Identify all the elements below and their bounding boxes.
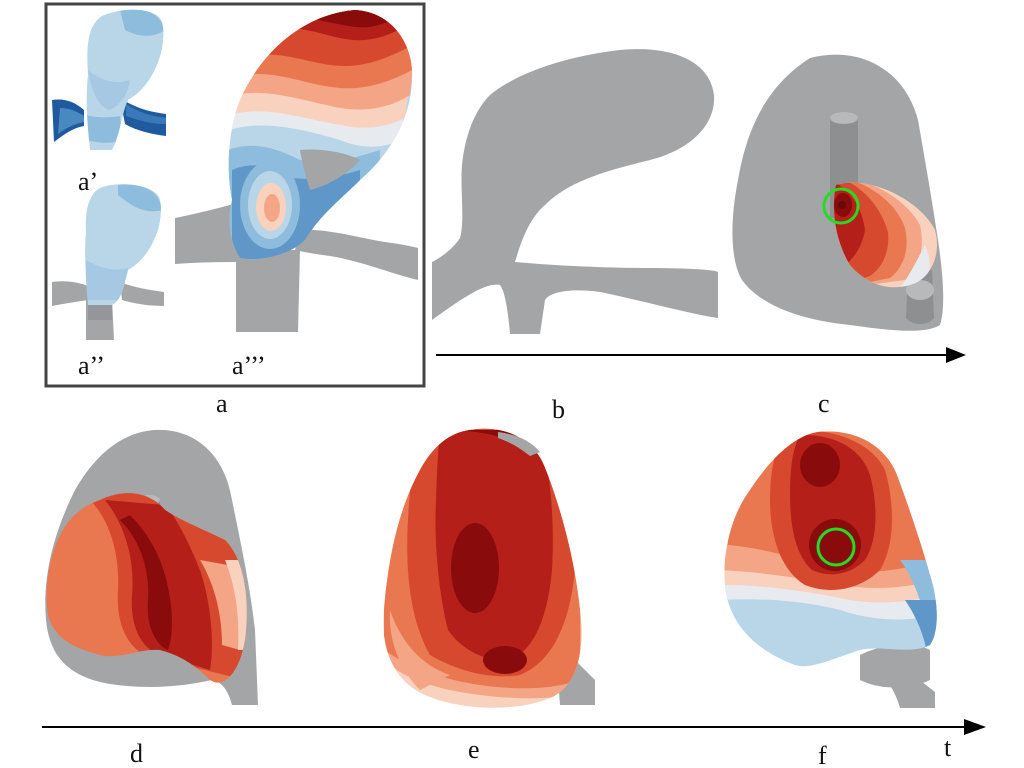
label-a3: a’’’ xyxy=(232,351,266,380)
label-e: e xyxy=(468,735,480,764)
highlight-circle-f xyxy=(816,527,856,567)
panel-c-aneurysm xyxy=(732,54,944,331)
panel-a1-aneurysm xyxy=(52,9,166,150)
label-a: a xyxy=(216,389,228,418)
panel-d-aneurysm xyxy=(45,429,259,705)
time-arrow-upper xyxy=(436,347,966,363)
panel-b-aneurysm xyxy=(432,49,718,334)
label-b: b xyxy=(552,395,565,424)
label-d: d xyxy=(130,739,143,768)
panel-a3-aneurysm xyxy=(175,10,418,332)
label-c: c xyxy=(818,389,830,418)
highlight-circle-c xyxy=(822,187,860,225)
panel-a2-aneurysm xyxy=(52,184,164,340)
label-a1: a’ xyxy=(78,167,98,196)
label-t: t xyxy=(944,733,952,762)
time-arrow-lower xyxy=(42,719,986,735)
label-a2: a’’ xyxy=(78,351,105,380)
panel-f-aneurysm xyxy=(724,431,937,708)
label-f: f xyxy=(818,741,827,768)
panel-e-aneurysm xyxy=(383,428,595,708)
panel-a-frame xyxy=(44,2,426,388)
